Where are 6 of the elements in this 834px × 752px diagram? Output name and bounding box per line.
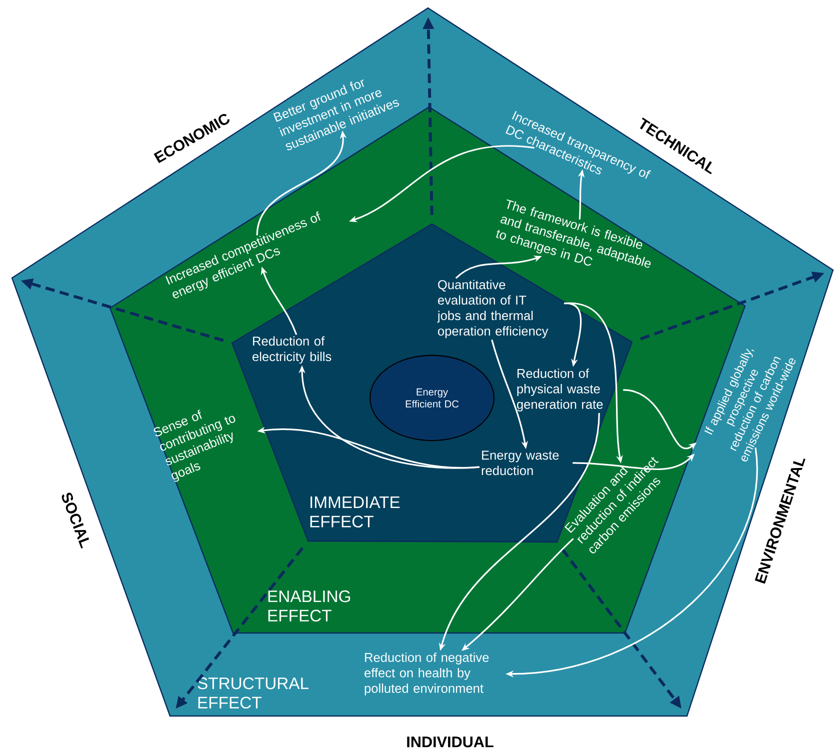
effect-text: Reduction of physical waste generation rate bbox=[517, 368, 603, 412]
effect-text: Reduction of electricity bills bbox=[252, 336, 332, 364]
effect-text: Quantitative evaluation of IT jobs and thermal operation efficiency bbox=[437, 280, 548, 338]
category-label: INDIVIDUAL bbox=[407, 736, 494, 748]
effect-text: Reduction of negative effect on health by polluted environment bbox=[364, 652, 489, 696]
effect-text: Energy waste reduction bbox=[482, 450, 559, 476]
